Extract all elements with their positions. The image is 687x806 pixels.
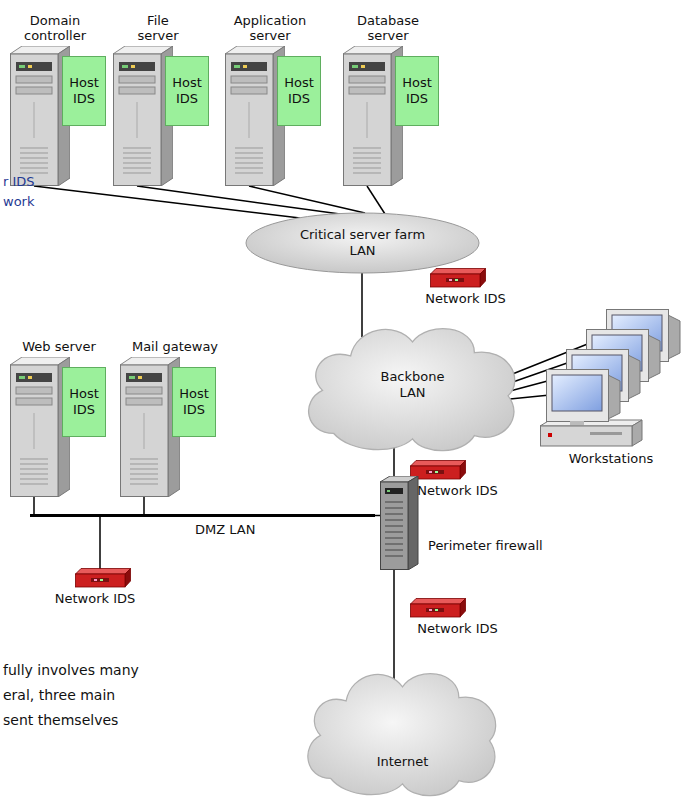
server-label-box: Mail gateway — [115, 333, 235, 355]
server-label: Application server — [220, 13, 320, 44]
shape-label-box: Backbone LAN — [300, 315, 525, 455]
host-ids-label: Host IDS — [278, 75, 320, 106]
dmz-bus: DMZ LAN — [30, 514, 375, 542]
device-label-box: Network IDS — [410, 483, 505, 499]
margin-text: r IDS — [3, 174, 35, 190]
network-ids-device: Network IDS — [410, 460, 505, 500]
network-link — [99, 516, 101, 569]
margin-text: sent themselves — [3, 712, 118, 729]
network-ids-device: Network IDS — [410, 598, 505, 638]
network-cloud: Backbone LAN — [300, 315, 525, 455]
device-label-box: Network IDS — [410, 621, 505, 637]
host-ids-label: Host IDS — [166, 75, 208, 106]
server-tower: Web serverHost IDS — [5, 333, 113, 497]
network-link — [143, 497, 145, 515]
server-label-box: File server — [108, 6, 208, 44]
device-label-box: Network IDS — [418, 291, 513, 307]
server-label: Mail gateway — [132, 339, 218, 355]
server-tower: Mail gatewayHost IDS — [115, 333, 235, 497]
lan-ellipse: Critical server farm LAN — [245, 212, 480, 274]
server-label-box: Application server — [220, 6, 320, 44]
network-ids-device: Network IDS — [45, 568, 145, 608]
device-label: Network IDS — [417, 621, 498, 637]
network-link — [361, 273, 363, 337]
dmz-bus-line — [30, 514, 375, 517]
device-label-box: Network IDS — [45, 591, 145, 607]
device-label: Network IDS — [417, 483, 498, 499]
margin-text: eral, three main — [3, 687, 115, 704]
host-ids-box: Host IDS — [172, 367, 216, 437]
workstation-group: Workstations — [540, 305, 682, 469]
device-label: Perimeter firewall — [428, 538, 543, 554]
server-tower: Database serverHost IDS — [338, 6, 438, 186]
server-tower-icon — [113, 46, 173, 186]
bus-label: DMZ LAN — [195, 522, 255, 538]
server-tower-icon — [10, 357, 70, 497]
host-ids-label: Host IDS — [396, 75, 438, 106]
server-tower: File serverHost IDS — [108, 6, 208, 186]
bus-label-box: DMZ LAN — [195, 522, 255, 538]
server-tower-icon — [120, 357, 180, 497]
lan-label: Backbone LAN — [373, 369, 453, 400]
host-ids-label: Host IDS — [63, 75, 105, 106]
host-ids-box: Host IDS — [62, 367, 106, 437]
network-ids-device: Network IDS — [418, 268, 513, 308]
lan-label: Internet — [377, 754, 429, 770]
shape-label-box: Internet — [300, 660, 505, 800]
shape-label-box: Critical server farm LAN — [245, 212, 480, 274]
cloud-shape — [300, 660, 505, 800]
network-link — [393, 570, 395, 680]
network-ids-icon — [75, 568, 131, 588]
server-tower-icon — [10, 46, 70, 186]
device-label-box: Perimeter firewall — [428, 538, 543, 554]
server-tower: Domain controllerHost IDS — [5, 6, 105, 186]
server-label-box: Database server — [338, 6, 438, 44]
server-label: File server — [128, 13, 188, 44]
server-tower-icon — [343, 46, 403, 186]
network-link — [249, 186, 365, 213]
network-ids-icon — [430, 268, 486, 288]
host-ids-box: Host IDS — [165, 56, 209, 126]
lan-label: Critical server farm LAN — [288, 227, 438, 258]
server-label-box: Domain controller — [5, 6, 105, 44]
workstations-icon — [540, 305, 682, 447]
network-cloud: Internet — [300, 660, 505, 800]
device-label: Network IDS — [425, 291, 506, 307]
margin-text: work — [3, 194, 34, 210]
server-tower: Application serverHost IDS — [220, 6, 320, 186]
host-ids-box: Host IDS — [277, 56, 321, 126]
device-label-box: Workstations — [540, 451, 682, 467]
margin-text: fully involves many — [3, 662, 139, 679]
host-ids-label: Host IDS — [63, 386, 105, 417]
firewall-icon — [380, 476, 420, 570]
server-tower-icon — [225, 46, 285, 186]
host-ids-box: Host IDS — [395, 56, 439, 126]
server-label: Web server — [22, 339, 96, 355]
server-label: Domain controller — [5, 13, 105, 44]
network-link — [33, 497, 35, 515]
network-ids-icon — [410, 598, 466, 618]
host-ids-box: Host IDS — [62, 56, 106, 126]
server-label-box: Web server — [5, 333, 113, 355]
host-ids-label: Host IDS — [173, 386, 215, 417]
device-label: Network IDS — [55, 591, 136, 607]
server-label: Database server — [338, 13, 438, 44]
network-link — [367, 186, 385, 214]
device-label: Workstations — [569, 451, 653, 467]
